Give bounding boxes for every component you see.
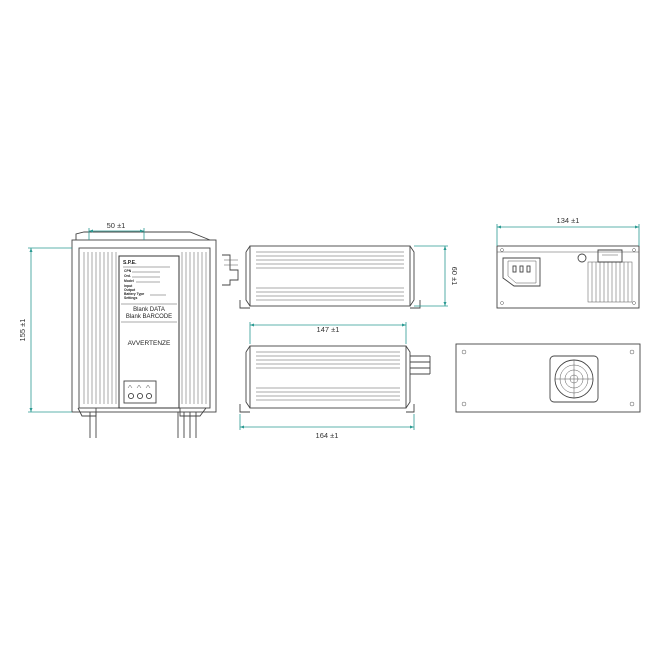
top-rim bbox=[75, 231, 211, 241]
label-field-5: Output bbox=[124, 288, 136, 292]
label-field-2: Ord. bbox=[124, 274, 131, 278]
label-field-6: Battery Type bbox=[124, 292, 144, 296]
dim-front-height-label: 155 ±1 bbox=[18, 319, 27, 342]
dim-top-width: 147 ±1 bbox=[249, 322, 407, 344]
dim-front-height: 155 ±1 bbox=[18, 247, 72, 413]
dim-end-width-label: 134 ±1 bbox=[557, 216, 580, 225]
led-icon bbox=[145, 392, 153, 400]
label-field-4: Input bbox=[124, 284, 133, 288]
label-field-7: Settings bbox=[124, 296, 137, 300]
label-blank-barcode: Blank BARCODE bbox=[126, 314, 172, 320]
end-body-2 bbox=[455, 343, 641, 413]
connector bbox=[222, 254, 239, 286]
led-icon bbox=[127, 392, 135, 400]
dim-front-top-label: 50 ±1 bbox=[107, 221, 126, 230]
front-view: S.P.E. CPN Ord. Model Input Output Batte… bbox=[71, 231, 217, 438]
output-connector bbox=[597, 249, 623, 263]
right-fins bbox=[181, 252, 207, 404]
dim-bottom-width: 164 ±1 bbox=[239, 414, 415, 440]
side-fins-top bbox=[256, 251, 404, 301]
fan-frame bbox=[549, 355, 599, 403]
end-vents bbox=[587, 261, 633, 303]
side-view-top bbox=[222, 245, 421, 309]
dim-side-height: 60 ±1 bbox=[414, 245, 459, 307]
status-leds bbox=[127, 384, 153, 400]
end-view-input bbox=[496, 245, 640, 309]
dim-side-height-label: 60 ±1 bbox=[450, 267, 459, 286]
dim-end-width: 134 ±1 bbox=[496, 216, 640, 246]
led-icon bbox=[136, 392, 144, 400]
cable-gland-icon bbox=[577, 253, 587, 263]
label-field-1: CPN bbox=[124, 269, 132, 273]
dim-front-top: 50 ±1 bbox=[88, 221, 145, 240]
led-panel bbox=[123, 380, 157, 404]
label-brand: S.P.E. bbox=[123, 260, 137, 266]
feet bbox=[77, 407, 207, 417]
label-blank-data: Blank DATA bbox=[133, 307, 165, 313]
product-label bbox=[118, 255, 180, 409]
label-field-3: Model bbox=[124, 279, 134, 283]
power-inlet-icon bbox=[502, 257, 541, 287]
dim-top-width-label: 147 ±1 bbox=[317, 325, 340, 334]
end-view-fan bbox=[455, 343, 641, 413]
dim-bottom-width-label: 164 ±1 bbox=[316, 431, 339, 440]
side-body bbox=[249, 245, 411, 307]
label-warning: AVVERTENZE bbox=[128, 340, 171, 347]
side-cables bbox=[410, 355, 431, 375]
side-fins-bottom bbox=[256, 351, 400, 401]
side-view-bottom bbox=[239, 345, 431, 413]
left-fins bbox=[83, 252, 117, 404]
end-body bbox=[496, 245, 640, 309]
side-body-2 bbox=[249, 345, 407, 409]
